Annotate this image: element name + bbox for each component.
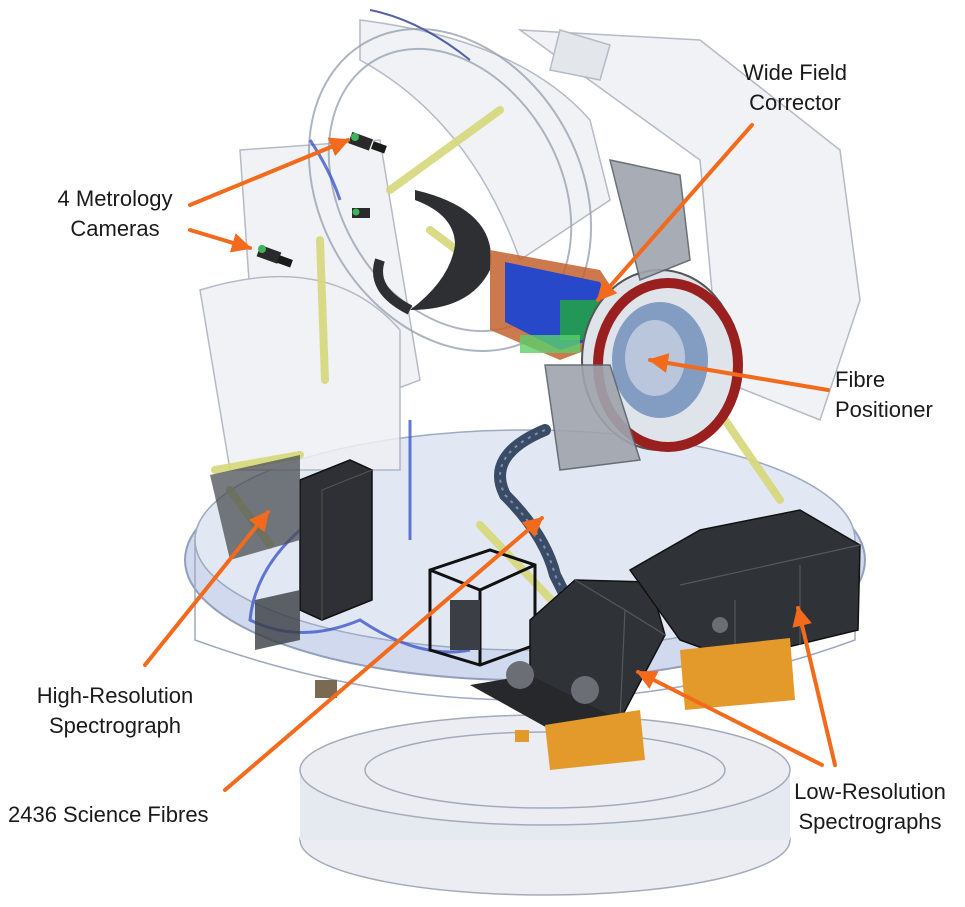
arrow-metrology-camera-1: [188, 137, 350, 207]
label-wide-field-corrector: Wide Field Corrector: [730, 58, 860, 118]
camera-unit: [352, 208, 370, 218]
arrow-science-fibres: [223, 516, 544, 792]
label-line: Cameras: [70, 216, 160, 241]
rack-electronics: [450, 600, 480, 650]
label-metrology-cameras: 4 Metrology Cameras: [45, 184, 185, 244]
arrow-high-res-spectrograph: [143, 510, 270, 667]
label-line: Wide Field: [743, 60, 847, 85]
label-line: Fibre: [835, 367, 886, 392]
arrow-low-res-2: [792, 606, 837, 767]
label-fibre-positioner: Fibre Positioner: [835, 365, 955, 425]
prime-focus-frame: [544, 159, 691, 471]
camera-unit: [348, 131, 387, 154]
label-line: 4 Metrology: [57, 186, 173, 211]
arrow-wide-field-corrector: [596, 123, 754, 302]
label-line: 2436 Science Fibres: [8, 802, 209, 827]
pedestal-base: [299, 714, 791, 896]
label-science-fibres: 2436 Science Fibres: [8, 800, 248, 830]
label-line: Spectrograph: [48, 713, 182, 738]
label-line: Corrector: [749, 90, 841, 115]
label-line: Spectrographs: [798, 809, 942, 834]
arrow-low-res-1: [636, 670, 824, 767]
label-line: High-Resolution: [36, 683, 194, 708]
callout-arrows: [143, 123, 837, 792]
cable-runs: [248, 139, 471, 654]
arrow-fibre-positioner: [648, 353, 830, 392]
camera-unit: [256, 244, 293, 268]
arrow-metrology-camera-2: [188, 228, 252, 253]
label-line: Positioner: [835, 397, 933, 422]
label-high-res-spectrograph: High-Resolution Spectrograph: [25, 681, 205, 741]
metrology-ring: [373, 190, 492, 315]
base-hardware: [315, 680, 529, 742]
low-res-spectrograph-front: [470, 579, 666, 770]
high-res-spectrograph: [210, 455, 373, 650]
fibre-conduit-detail: [499, 429, 576, 616]
label-line: Low-Resolution: [794, 779, 946, 804]
label-low-res-spectrographs: Low-Resolution Spectrographs: [780, 777, 960, 837]
